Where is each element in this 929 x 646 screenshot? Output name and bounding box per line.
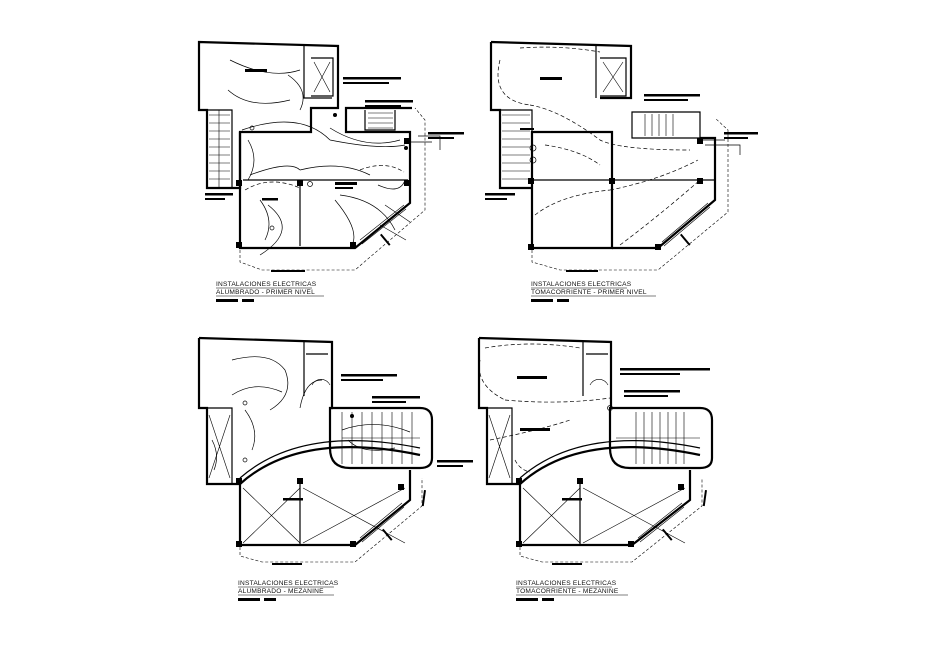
plan-title-4-line1: INSTALACIONES ELECTRICAS: [516, 580, 617, 587]
plan-title-3-line1: INSTALACIONES ELECTRICAS: [238, 580, 339, 587]
plan-tomacorriente-mezanine: [477, 336, 714, 565]
plan-title-3: INSTALACIONES ELECTRICAS ALUMBRADO - MEZ…: [238, 580, 339, 601]
plan-title-4-line2: TOMACORRIENTE - MEZANINE: [516, 588, 619, 595]
plan-title-2-line2: TOMACORRIENTE - PRIMER NIVEL: [531, 289, 647, 296]
plan-title-1: INSTALACIONES ELECTRICAS ALUMBRADO - PRI…: [216, 281, 324, 302]
plan-title-2-line1: INSTALACIONES ELECTRICAS: [531, 281, 632, 288]
plan-alumbrado-mezanine: [197, 336, 473, 565]
plan-title-3-line2: ALUMBRADO - MEZANINE: [238, 588, 324, 595]
plan-title-2: INSTALACIONES ELECTRICAS TOMACORRIENTE -…: [531, 281, 656, 302]
plan-tomacorriente-primer-nivel: [485, 40, 758, 272]
plan-title-1-line1: INSTALACIONES ELECTRICAS: [216, 281, 317, 288]
plan-alumbrado-primer-nivel: [197, 40, 464, 272]
plan-title-1-line2: ALUMBRADO - PRIMER NIVEL: [216, 289, 315, 296]
plan-title-4: INSTALACIONES ELECTRICAS TOMACORRIENTE -…: [516, 580, 628, 601]
